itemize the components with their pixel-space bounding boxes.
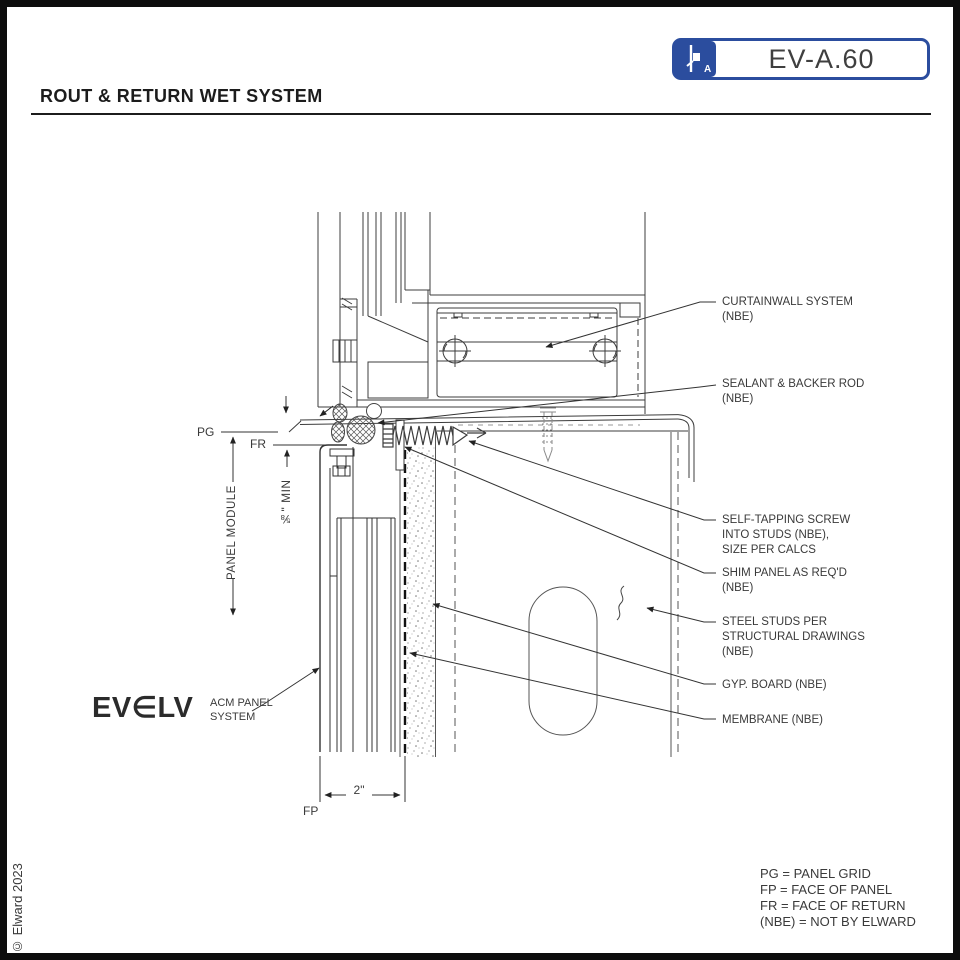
stud-wall-linework <box>395 419 679 757</box>
dim-panel-depth: 2" <box>346 783 372 797</box>
leader-lines <box>251 301 717 720</box>
dim-pg-label: PG <box>197 425 215 439</box>
acm-panel-linework <box>319 444 396 752</box>
detail-number: EV-A.60 <box>768 43 875 74</box>
legend-pg: PG = PANEL GRID <box>760 866 871 881</box>
callout-sealant: SEALANT & BACKER ROD (NBE) <box>722 378 865 406</box>
callout-curtainwall: CURTAINWALL SYSTEM (NBE) <box>722 296 853 324</box>
callout-self-tapping-screw: SELF-TAPPING SCREW INTO STUDS (NBE), SIZ… <box>722 514 851 557</box>
dimension-lines <box>221 396 406 802</box>
callout-gyp-board: GYP. BOARD (NBE) <box>722 679 827 691</box>
callout-steel-studs: STEEL STUDS PER STRUCTURAL DRAWINGS (NBE… <box>722 616 865 659</box>
title-underline <box>31 113 931 115</box>
page-title: ROUT & RETURN WET SYSTEM <box>40 86 323 106</box>
copyright-note: © Elward 2023 <box>10 863 25 954</box>
dim-fr-label: FR <box>250 437 266 451</box>
dim-fp-label: FP <box>303 804 319 818</box>
legend-fp: FP = FACE OF PANEL <box>760 882 893 897</box>
screw-linework <box>382 423 487 448</box>
hidden-screw-linework <box>540 407 556 463</box>
detail-number-badge: A EV-A.60 <box>672 38 930 80</box>
section-marker-icon: A <box>674 41 716 77</box>
callout-membrane: MEMBRANE (NBE) <box>722 714 823 726</box>
sealant-linework <box>331 403 382 445</box>
evolv-tagline: ACM PANEL SYSTEM <box>210 697 273 723</box>
legend-fr: FR = FACE OF RETURN <box>760 898 906 913</box>
curtainwall-linework <box>317 212 646 414</box>
marker-letter: A <box>704 64 711 75</box>
dim-panel-module: PANEL MODULE <box>226 485 238 580</box>
legend-nbe: (NBE) = NOT BY ELWARD <box>760 914 916 929</box>
dim-min-return: ⅝" MIN <box>279 479 293 526</box>
callout-shim-panel: SHIM PANEL AS REQ'D (NBE) <box>722 567 847 595</box>
evolv-logo: EV∈LV <box>92 692 194 724</box>
